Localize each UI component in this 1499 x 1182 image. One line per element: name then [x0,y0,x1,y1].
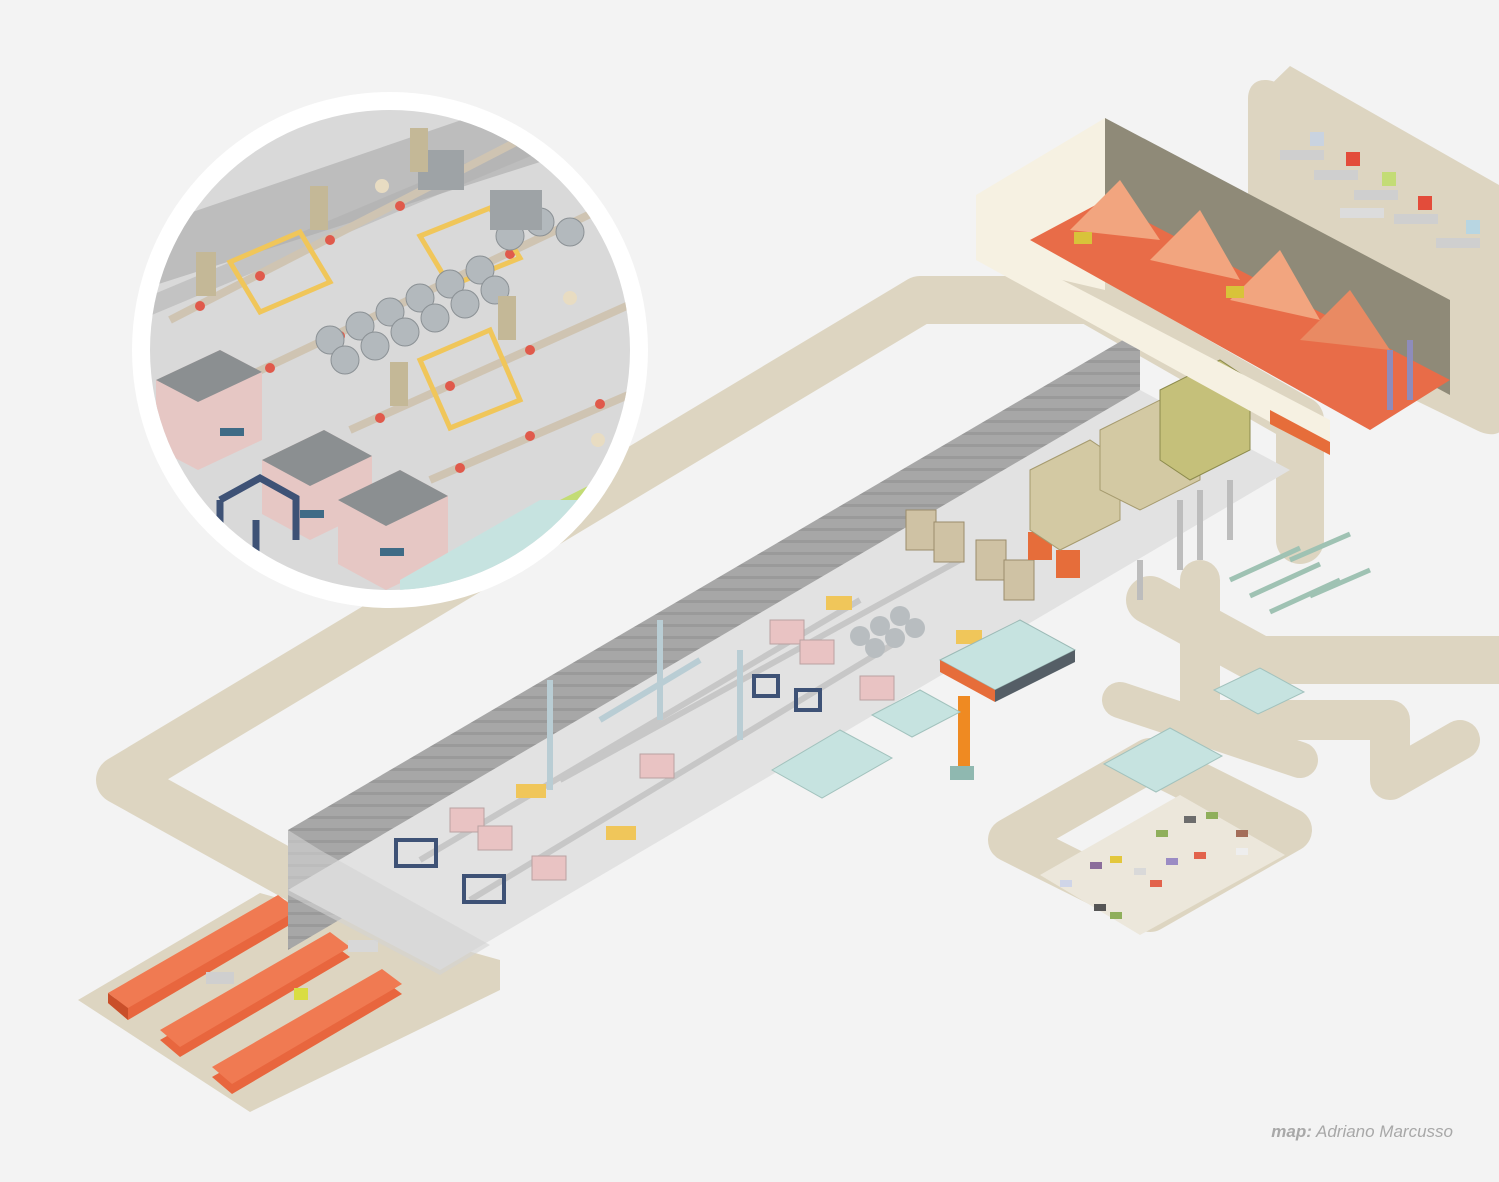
credit-label: map: [1271,1122,1312,1141]
shed-front [976,235,1330,455]
magnified-control-rooms [156,350,448,590]
clay-piles [1070,180,1390,350]
blue-pipes-shed [1387,340,1413,410]
truck-icon [206,972,234,984]
blue-pipes [547,620,743,790]
glass-shed-4 [1102,727,1224,793]
side-road [1180,560,1480,800]
main-loop-road [96,276,1324,904]
credit-author: Adriano Marcusso [1315,1122,1453,1141]
magnified-posts [196,128,516,406]
lower-parking-inner [1040,795,1285,935]
forklift-trucks [206,940,378,1000]
upper-parking-area [1255,66,1499,310]
glass-shed-3 [1212,667,1306,715]
yellow-scaffolds [516,596,982,840]
detail-magnifier [132,92,648,608]
beige-tanks [1029,399,1201,551]
magnified-scaffolds [226,204,524,432]
hall-end-wall [288,830,490,975]
shed-floor [1030,200,1450,430]
pink-control-rooms [449,619,895,881]
glass-shed-2 [770,729,894,799]
map-credit: map: Adriano Marcusso [1271,1122,1453,1142]
worker-icon [375,179,605,447]
silo-icon [850,606,925,658]
road-network [96,276,1499,904]
storage-racks [905,509,1035,601]
brick-stockpiles [108,895,402,1094]
outbuildings [770,619,1306,799]
grey-pipe-stacks [1137,480,1233,600]
glass-shed-1 [870,689,962,738]
bulldozer-icon [1074,232,1092,244]
production-line [394,359,1251,904]
parking-access-road [1102,682,1318,778]
blue-frames [394,674,822,904]
parked-trucks [1280,132,1480,248]
raw-material-shed [976,118,1450,455]
orange-chimney [958,696,970,770]
car-icon [1060,812,1248,919]
canopy-benches [1228,531,1371,615]
